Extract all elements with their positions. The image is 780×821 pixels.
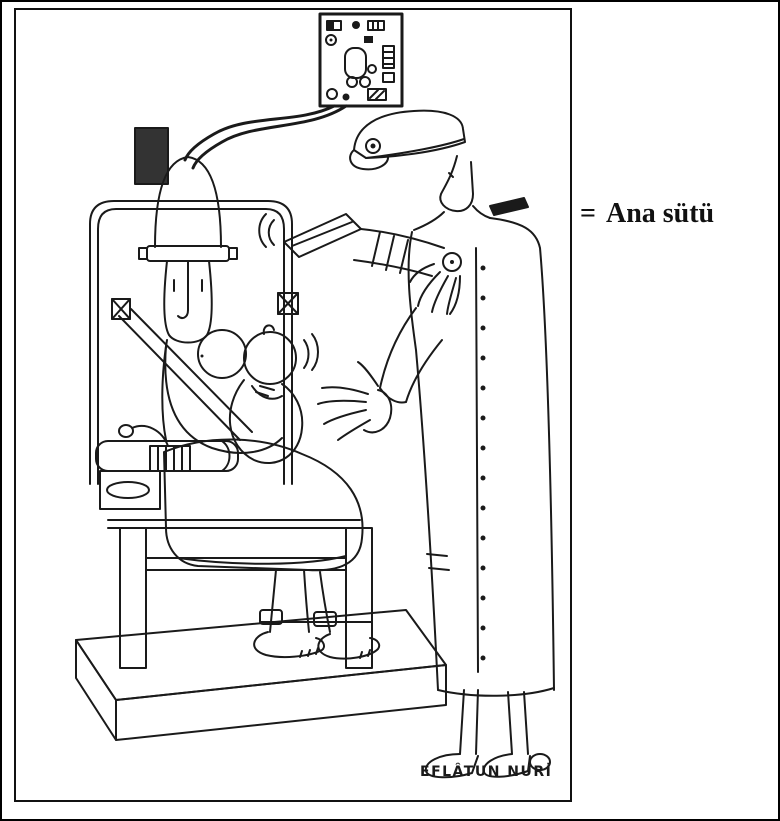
forearm-with-watch (353, 228, 462, 315)
control-panel (318, 12, 404, 108)
ankle-shackles (259, 609, 373, 627)
officer-cap (349, 109, 466, 171)
reaching-hand (317, 307, 443, 441)
wristwatch (442, 252, 462, 272)
card-in-hand (283, 213, 362, 258)
woman-face (163, 260, 213, 344)
officer-face (439, 155, 474, 213)
platform (75, 609, 447, 741)
breast (197, 329, 247, 379)
armrest-lever (95, 424, 239, 510)
cartoon-illustration: EFLÂTUN NURİ (75, 12, 555, 780)
baby (228, 324, 304, 464)
cartoon-frame: EFLÂTUN NURİ (14, 8, 572, 802)
motion-marks-baby (303, 333, 319, 371)
chair-head-post (134, 127, 169, 185)
shoulder-board (489, 197, 529, 216)
electrode-cables (183, 104, 348, 170)
chest-strap (118, 308, 253, 441)
officer (258, 109, 555, 779)
artist-signature: EFLÂTUN NURİ (420, 763, 552, 780)
caption-text: Ana sütü (605, 198, 715, 229)
caption: = Ana sütü (580, 198, 770, 230)
officer-legs-shoes (424, 689, 551, 779)
officer-coat (407, 197, 555, 697)
skirt (163, 438, 364, 572)
motion-marks-card (258, 213, 275, 248)
electric-chair (89, 200, 373, 669)
equals-sign: = (580, 198, 596, 229)
woman-with-baby (138, 156, 381, 660)
